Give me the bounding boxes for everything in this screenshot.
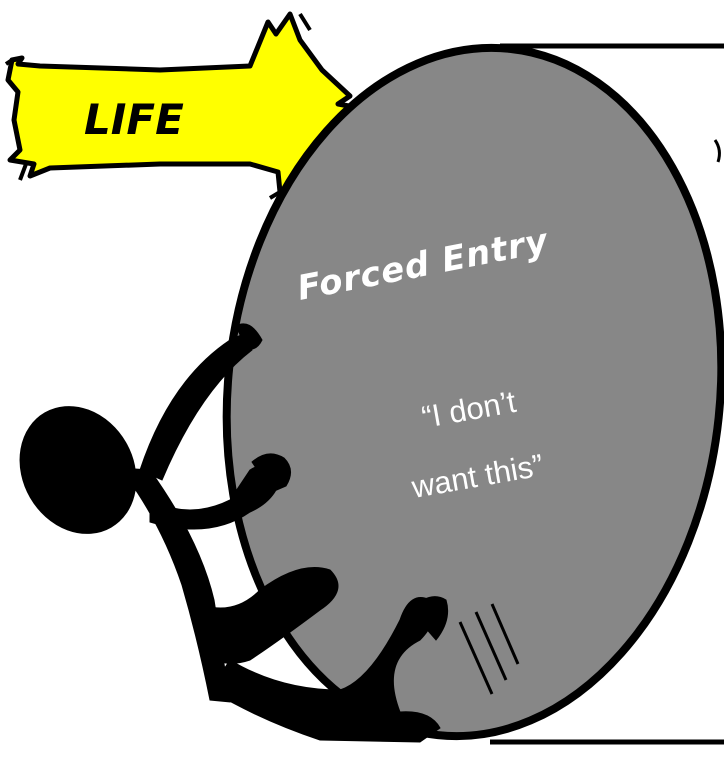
life-label: LIFE: [84, 95, 184, 144]
figure-body: [120, 468, 230, 702]
